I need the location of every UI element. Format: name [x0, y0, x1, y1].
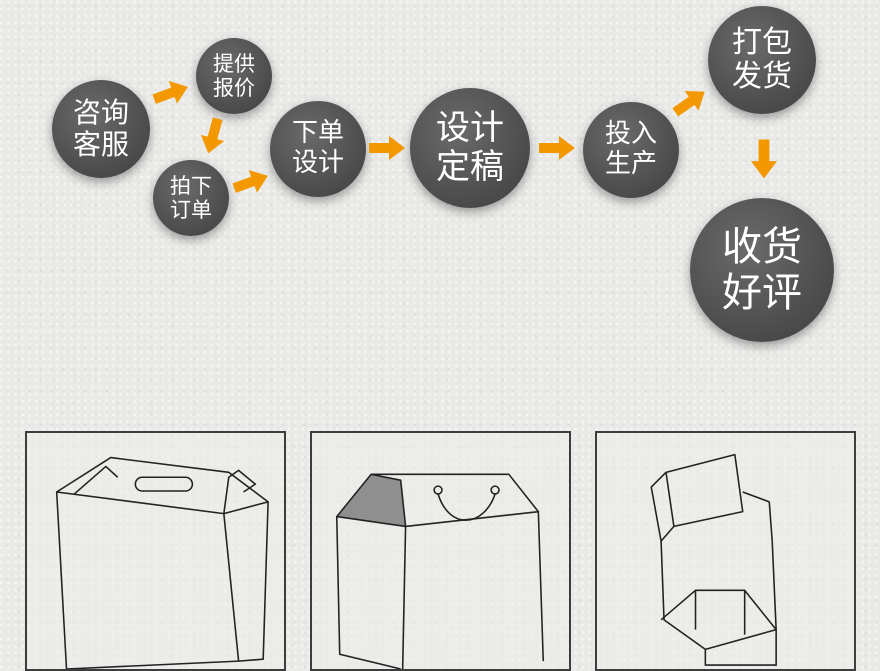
step-review-label: 收货 好评 [722, 224, 802, 316]
step-quote-label: 提供 报价 [213, 51, 255, 100]
step-finalize-label: 设计 定稿 [436, 107, 504, 187]
folding-box-structure-icon [650, 453, 777, 666]
arrow-up-right-icon [668, 82, 711, 122]
illustration-panel-handle-box [25, 431, 286, 671]
step-quote: 提供 报价 [196, 38, 272, 114]
step-order-label: 拍下 订单 [170, 173, 212, 222]
step-review: 收货 好评 [690, 198, 834, 342]
step-design: 下单 设计 [270, 101, 366, 197]
step-consult-label: 咨询 客服 [72, 95, 129, 161]
arrow-right-icon [150, 76, 192, 111]
arrow-right-icon [369, 136, 405, 160]
illustration-panel-folding-box [595, 431, 856, 671]
arrow-down-icon [751, 139, 777, 179]
rope-handle-house-box-icon [335, 473, 545, 669]
step-ship: 打包 发货 [708, 6, 816, 114]
step-produce: 投入 生产 [583, 102, 679, 198]
step-produce-label: 投入 生产 [604, 119, 657, 179]
step-finalize: 设计 定稿 [410, 88, 530, 208]
arrow-down-icon [197, 116, 229, 157]
step-order: 拍下 订单 [153, 160, 229, 236]
arrow-right-icon [539, 136, 575, 160]
arrow-right-icon [230, 165, 272, 200]
step-design-label: 下单 设计 [291, 118, 344, 178]
step-consult: 咨询 客服 [52, 80, 150, 178]
step-ship-label: 打包 发货 [732, 24, 792, 94]
handle-box-icon [55, 456, 269, 669]
illustration-panel-rope-box [310, 431, 571, 671]
